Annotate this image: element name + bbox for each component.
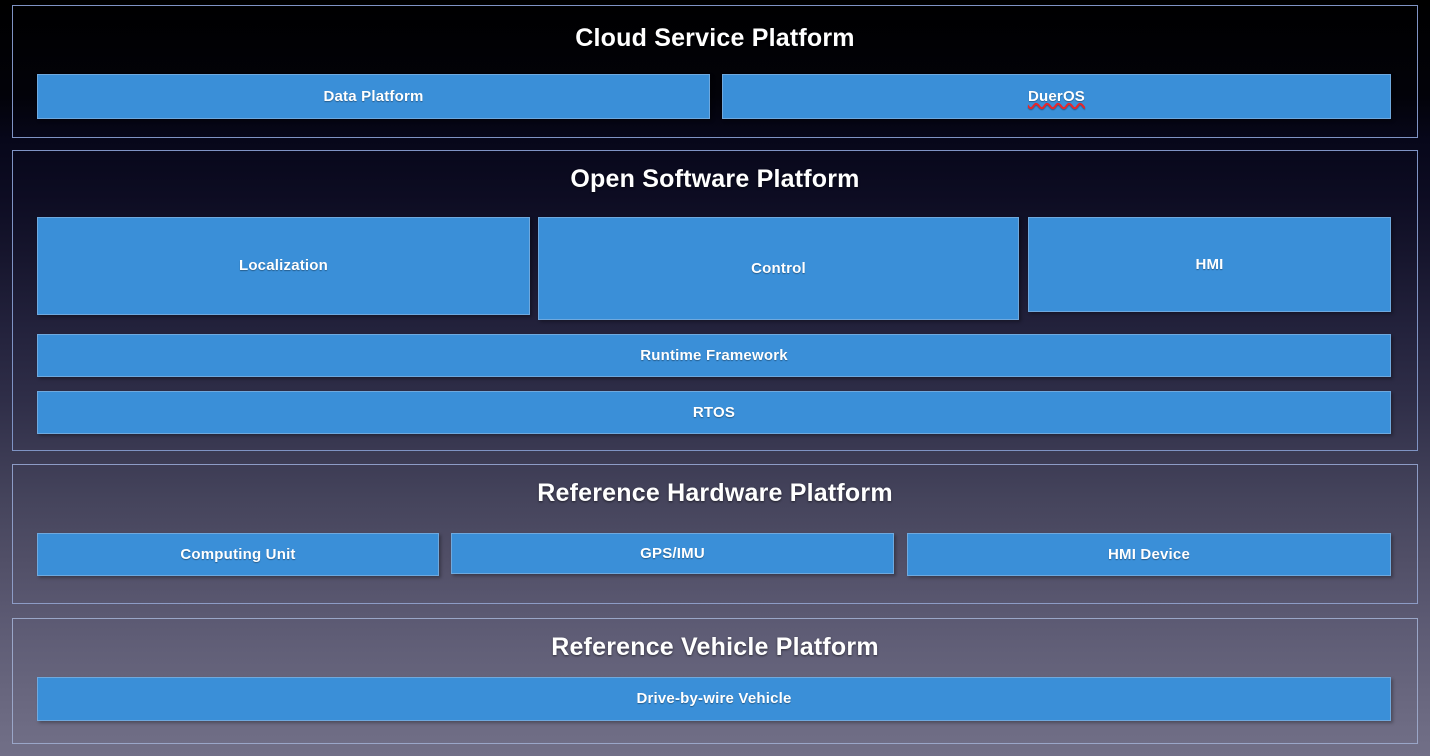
component-box-drive-by-wire-vehicle[interactable]: Drive-by-wire Vehicle bbox=[37, 677, 1391, 721]
component-box-rtos[interactable]: RTOS bbox=[37, 391, 1391, 434]
component-box-computing-unit[interactable]: Computing Unit bbox=[37, 533, 439, 576]
layer-panel-reference-hardware-platform: Reference Hardware Platform Computing Un… bbox=[12, 464, 1418, 604]
component-label-hmi-device: HMI Device bbox=[1107, 545, 1191, 563]
component-label-hmi: HMI bbox=[1195, 255, 1224, 273]
component-box-hmi[interactable]: HMI bbox=[1028, 217, 1391, 312]
layer-title-open-software-platform: Open Software Platform bbox=[570, 165, 860, 193]
component-label-computing-unit: Computing Unit bbox=[180, 545, 296, 563]
layer-title-reference-vehicle-platform: Reference Vehicle Platform bbox=[551, 633, 879, 661]
layer-title-reference-hardware-platform: Reference Hardware Platform bbox=[537, 479, 893, 507]
component-box-localization[interactable]: Localization bbox=[37, 217, 530, 315]
component-label-runtime-framework: Runtime Framework bbox=[640, 346, 788, 364]
component-label-dueros: DuerOS bbox=[1027, 87, 1086, 105]
component-label-rtos: RTOS bbox=[692, 403, 736, 421]
component-label-localization: Localization bbox=[238, 257, 329, 274]
layer-panel-open-software-platform: Open Software Platform Localization Cont… bbox=[12, 150, 1418, 451]
component-box-dueros[interactable]: DuerOS bbox=[722, 74, 1391, 119]
component-label-data-platform: Data Platform bbox=[323, 87, 424, 105]
layer-panel-cloud-service-platform: Cloud Service Platform Data Platform Due… bbox=[12, 5, 1418, 138]
component-box-control[interactable]: Control bbox=[538, 217, 1019, 320]
component-label-gps-imu: GPS/IMU bbox=[640, 544, 705, 562]
layer-title-cloud-service-platform: Cloud Service Platform bbox=[575, 24, 855, 52]
component-label-drive-by-wire-vehicle: Drive-by-wire Vehicle bbox=[636, 690, 792, 707]
layer-panel-reference-vehicle-platform: Reference Vehicle Platform Drive-by-wire… bbox=[12, 618, 1418, 744]
component-box-hmi-device[interactable]: HMI Device bbox=[907, 533, 1391, 576]
component-box-data-platform[interactable]: Data Platform bbox=[37, 74, 710, 119]
component-box-runtime-framework[interactable]: Runtime Framework bbox=[37, 334, 1391, 377]
component-box-gps-imu[interactable]: GPS/IMU bbox=[451, 533, 894, 574]
component-label-control: Control bbox=[751, 259, 806, 277]
